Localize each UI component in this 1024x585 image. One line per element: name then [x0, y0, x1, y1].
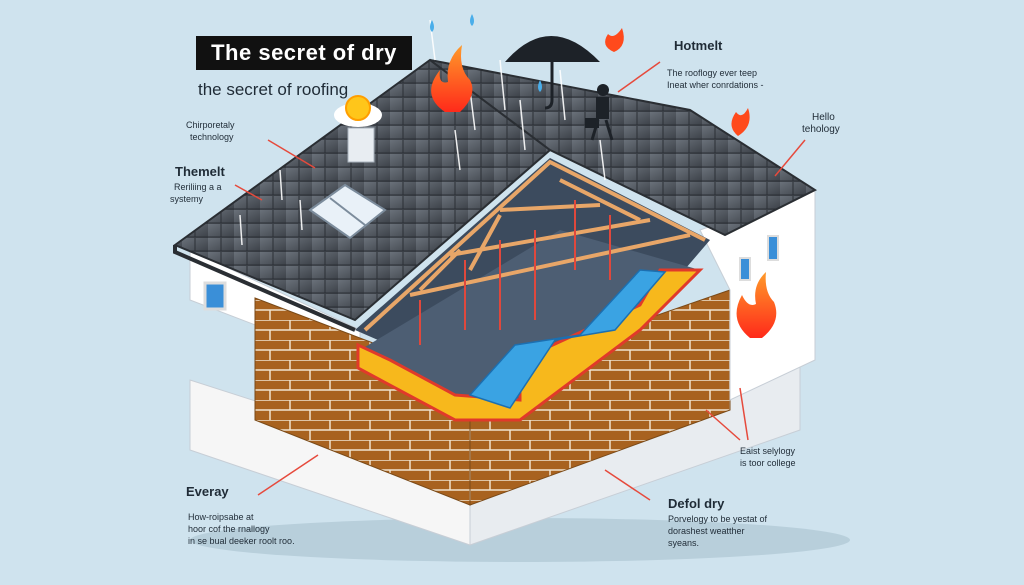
roof-right-plane: [429, 59, 818, 237]
label-themelt: Themelt: [175, 164, 225, 179]
attic-floor: [360, 230, 700, 400]
rain-streaks: [239, 19, 606, 246]
label-themelt-desc-2: systemy: [170, 194, 204, 204]
label-hello-desc: tehology: [802, 124, 840, 135]
roof-edge: [173, 245, 356, 332]
label-eaist-1: Eaist selylogy: [740, 446, 796, 456]
label-defol-desc-1: Porvelogy to be yestat of: [668, 514, 768, 524]
label-defol-desc-2: dorashest weatther: [668, 526, 745, 536]
roof-trusses: [363, 159, 706, 332]
label-defol-desc-3: syeans.: [668, 538, 700, 548]
subtitle: the secret of roofing: [198, 80, 349, 99]
insulation-layer: [356, 268, 704, 422]
window-left: [203, 281, 227, 311]
water-drop-icon: [430, 14, 542, 92]
label-chirpo-1: Chirporetaly: [186, 120, 235, 130]
label-themelt-desc-1: Reriliing a a: [174, 182, 222, 192]
label-eaist-2: is toor college: [740, 458, 796, 468]
label-everay: Everay: [186, 484, 229, 499]
flame-icon: [731, 108, 750, 136]
flame-icon: [431, 45, 473, 112]
sun-icon: [334, 95, 382, 127]
worker-icon: [585, 84, 614, 141]
flame-icon: [736, 272, 777, 338]
window-right-2: [767, 235, 779, 261]
label-defol: Defol dry: [668, 496, 725, 511]
label-hotmelt-desc-1: The rooflogy ever teep: [667, 68, 758, 78]
label-everay-desc-3: in se bual deeker roolt roo.: [188, 536, 295, 546]
window-right-1: [739, 257, 751, 281]
ground-shadow: [190, 518, 850, 562]
flame-icon: [605, 28, 624, 52]
label-everay-desc-2: hoor cof the rnallogy: [188, 524, 270, 534]
label-chirpo-2: technology: [190, 132, 234, 142]
umbrella-icon: [505, 36, 600, 110]
callout-arrows: [234, 61, 806, 501]
attic-drips: [419, 200, 611, 345]
title-banner: The secret of dry: [196, 36, 412, 70]
label-hotmelt-desc-2: Ineat wher conrdations -: [667, 80, 764, 90]
chimney: [347, 127, 375, 163]
label-hello: Hello: [812, 112, 835, 123]
label-hotmelt: Hotmelt: [674, 38, 723, 53]
waterproof-membrane: [468, 269, 667, 409]
label-everay-desc-1: How-roipsabe at: [188, 512, 254, 522]
